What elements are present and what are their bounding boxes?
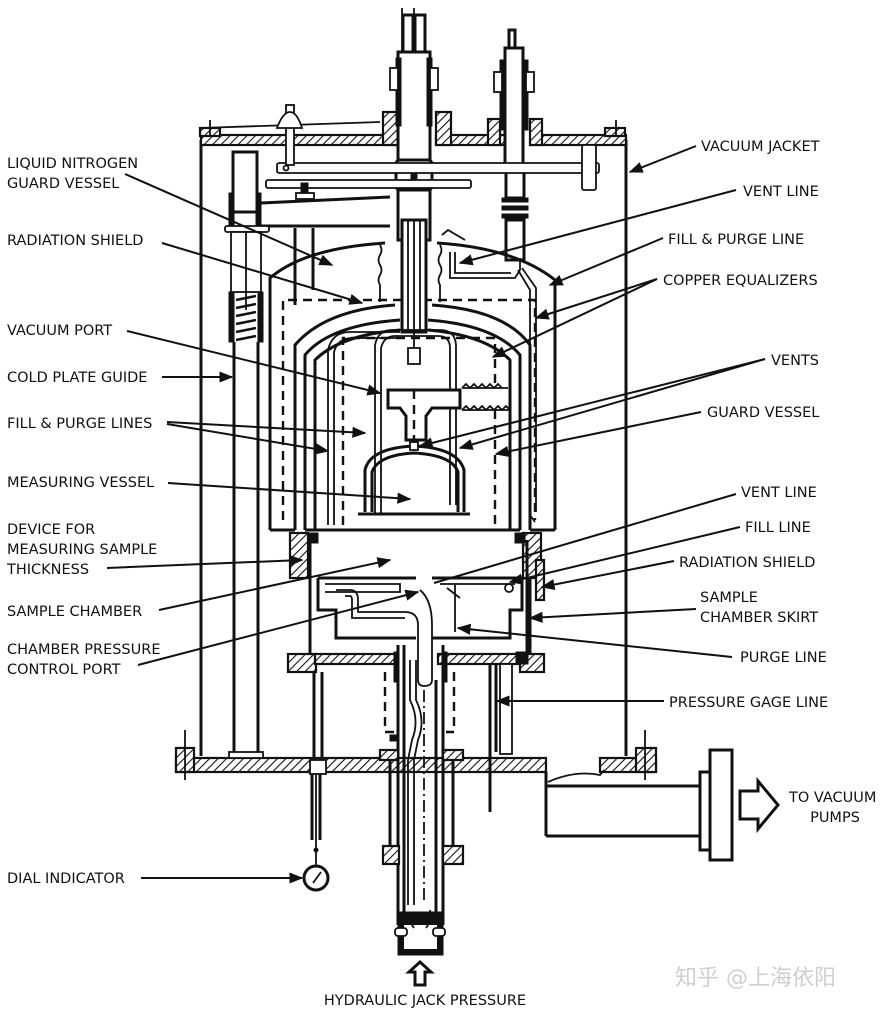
- label-liquid-nitrogen-guard-vessel: LIQUID NITROGEN GUARD VESSEL: [7, 156, 143, 192]
- label-sample-chamber-skirt: SAMPLE CHAMBER SKIRT: [700, 590, 818, 626]
- label-fill-purge-line: FILL & PURGE LINE: [668, 232, 804, 248]
- label-fill-purge-lines: FILL & PURGE LINES: [7, 416, 152, 432]
- hydraulic-jack-arrow-icon: [405, 959, 435, 987]
- label-sample-chamber: SAMPLE CHAMBER: [7, 604, 142, 620]
- label-fill-line: FILL LINE: [745, 520, 811, 536]
- side-stem: [493, 28, 535, 262]
- label-vacuum-jacket: VACUUM JACKET: [701, 139, 820, 155]
- leader-lines: [106, 145, 766, 884]
- hydraulic-jack-head: [394, 909, 446, 956]
- vacuum-port-duct: [544, 748, 734, 862]
- vent-line-u-tube: [449, 252, 521, 279]
- vacuum-jacket-shell: [198, 110, 628, 756]
- sample-chamber-body: [316, 576, 524, 687]
- label-measuring-vessel: MEASURING VESSEL: [7, 475, 154, 491]
- lower-side-rods: [309, 663, 513, 850]
- fill-purge-line-tube: [517, 267, 537, 523]
- jack-shaft: [383, 645, 456, 925]
- label-radiation-shield: RADIATION SHIELD: [7, 233, 143, 249]
- to-vacuum-pumps-arrow-icon: [738, 776, 780, 834]
- lower-ring-seals: [288, 531, 543, 660]
- label-device-measuring-sample-thickness: DEVICE FOR MEASURING SAMPLE THICKNESS: [6, 522, 162, 578]
- left-labels: LIQUID NITROGEN GUARD VESSEL RADIATION S…: [6, 156, 165, 887]
- center-stem: [389, 8, 439, 242]
- fill-purge-lines-tubes: [327, 329, 457, 525]
- label-copper-equalizers: COPPER EQUALIZERS: [663, 273, 818, 289]
- measuring-vessel-body: [358, 441, 470, 516]
- label-dial-indicator: DIAL INDICATOR: [7, 871, 125, 887]
- right-labels: VACUUM JACKET VENT LINE FILL & PURGE LIN…: [663, 139, 881, 826]
- lower-flange-collar: [378, 748, 465, 866]
- label-to-vacuum-pumps: TO VACUUM PUMPS: [788, 790, 881, 826]
- watermark: 知乎 @上海依阳: [675, 966, 836, 991]
- label-vent-line-top: VENT LINE: [743, 184, 819, 200]
- label-cold-plate-guide: COLD PLATE GUIDE: [7, 370, 147, 386]
- dial-indicator-gauge: [302, 847, 330, 892]
- label-chamber-pressure-control-port: CHAMBER PRESSURE CONTROL PORT: [7, 642, 165, 678]
- label-vents: VENTS: [771, 353, 819, 369]
- label-vacuum-port: VACUUM PORT: [7, 323, 112, 339]
- cold-plate-guide-column: [224, 150, 391, 759]
- label-guard-vessel: GUARD VESSEL: [707, 405, 819, 421]
- label-purge-line: PURGE LINE: [740, 650, 827, 666]
- label-hydraulic-jack-pressure: HYDRAULIC JACK PRESSURE: [324, 993, 526, 1009]
- label-vent-line-lower: VENT LINE: [741, 485, 817, 501]
- label-pressure-gage-line: PRESSURE GAGE LINE: [669, 695, 828, 711]
- lever-assembly: [265, 104, 600, 200]
- label-radiation-shield-lower: RADIATION SHIELD: [679, 555, 815, 571]
- center-rod-bundle: [400, 218, 428, 365]
- ln2-guard-vessel: [268, 228, 557, 532]
